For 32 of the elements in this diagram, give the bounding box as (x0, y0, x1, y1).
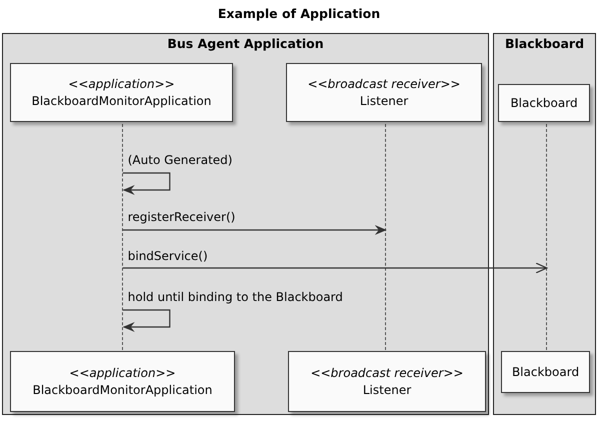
participant-name: Blackboard (512, 364, 580, 380)
message-label: (Auto Generated) (128, 153, 232, 167)
participant-name: BlackboardMonitorApplication (32, 382, 212, 398)
participant-box (10, 351, 235, 412)
stereotype-label: <<broadcast receiver>> (310, 364, 464, 382)
message-label: registerReceiver() (128, 210, 236, 224)
message-label: hold until binding to the Blackboard (128, 290, 343, 304)
group-band (493, 33, 596, 415)
participant-box (10, 63, 233, 122)
participant-box (288, 351, 486, 412)
participant-name: Blackboard (510, 94, 578, 112)
participant-name: BlackboardMonitorApplication (32, 92, 212, 110)
participant-name: Listener (360, 92, 408, 110)
message-arrow (122, 225, 387, 235)
participant-box (498, 84, 590, 122)
group-title: Blackboard (504, 36, 586, 51)
self-message-arrow (122, 309, 170, 332)
participant-box (501, 351, 590, 393)
lifeline (546, 124, 548, 350)
participant-box (286, 63, 482, 122)
stereotype-label: <<broadcast receiver>> (308, 76, 460, 92)
group-band (2, 33, 489, 415)
lifeline (122, 124, 124, 350)
stereotype-label: <<application>> (68, 76, 175, 92)
diagram-title: Example of Application (216, 6, 382, 21)
participant-name: Listener (362, 382, 412, 398)
stereotype-label: <<application>> (69, 364, 176, 382)
self-message-arrow (122, 172, 170, 195)
lifeline (385, 124, 386, 350)
group-title: Bus Agent Application (166, 36, 325, 51)
message-label: bindService() (128, 249, 208, 263)
message-arrow (122, 262, 548, 274)
